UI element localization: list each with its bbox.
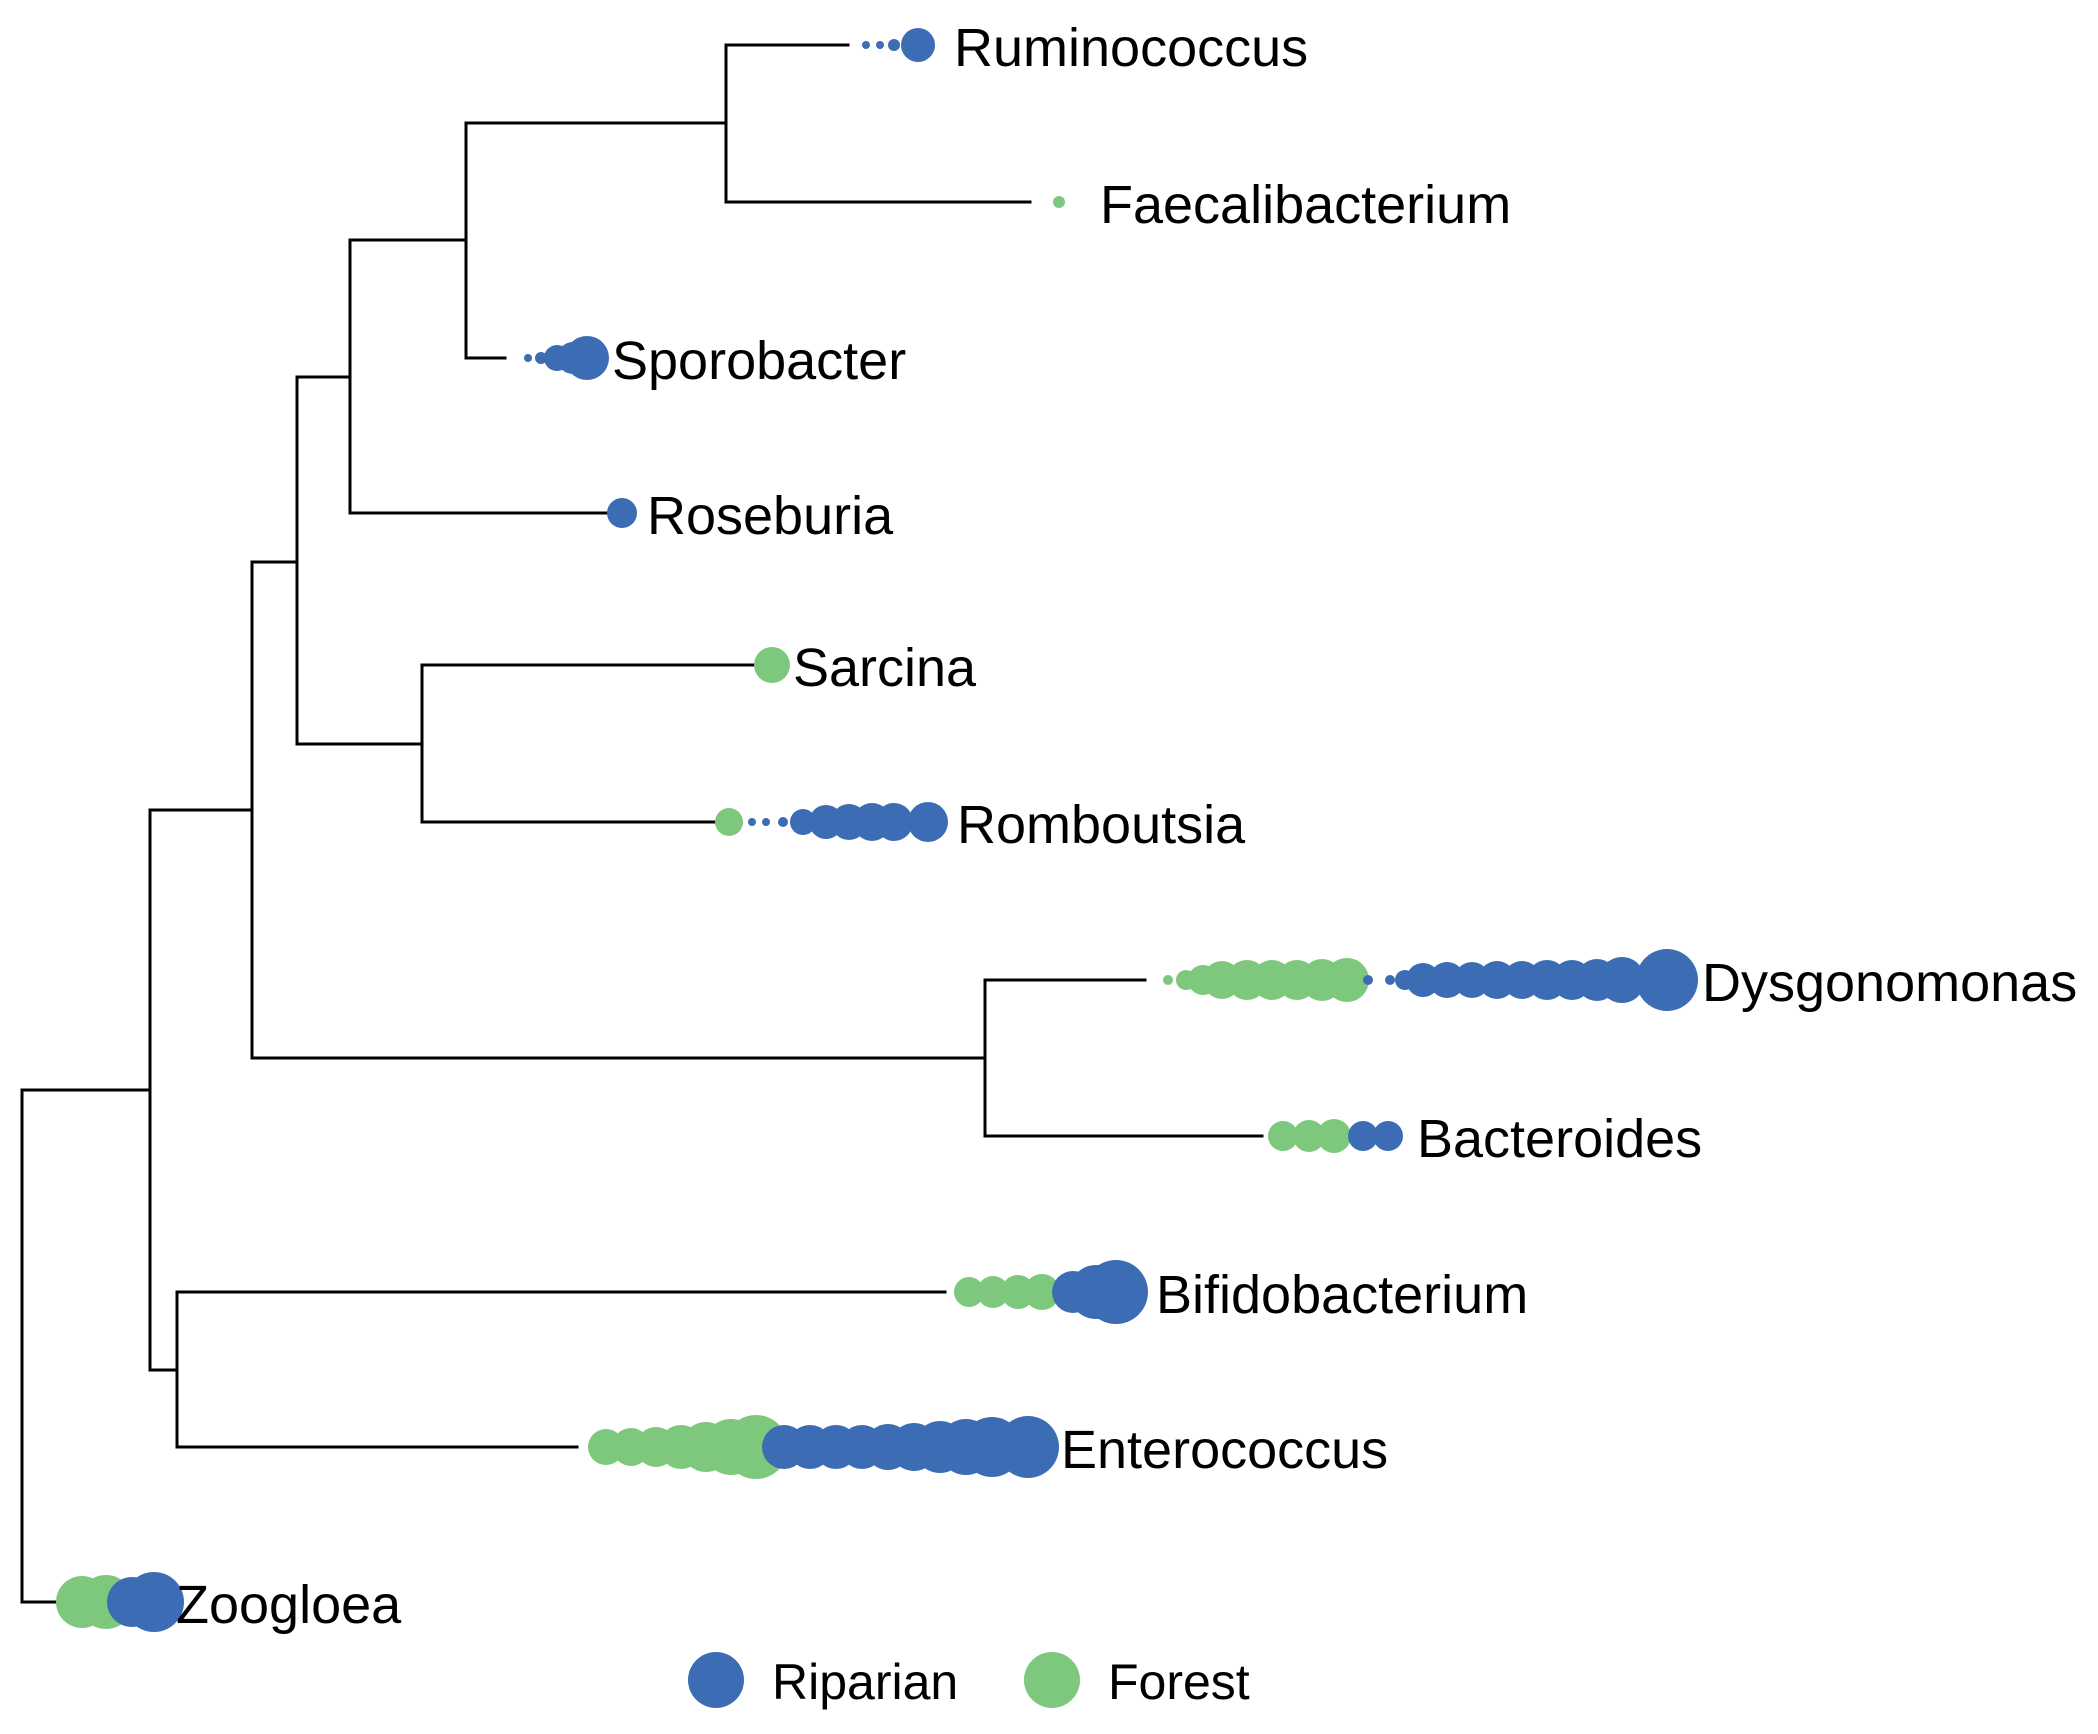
riparian-point: [1429, 962, 1465, 998]
riparian-point: [1348, 1121, 1378, 1151]
legend-label-forest: Forest: [1108, 1654, 1250, 1710]
riparian-point: [1084, 1260, 1148, 1324]
legend-item-riparian: Riparian: [688, 1652, 958, 1710]
riparian-point: [876, 41, 884, 49]
riparian-point: [607, 498, 637, 528]
tip-label-dysgonomonas: Dysgonomonas: [1702, 953, 2077, 1013]
legend-item-forest: Forest: [1024, 1652, 1250, 1710]
riparian-point: [862, 41, 870, 49]
riparian-point: [1599, 957, 1645, 1003]
forest-point: [1163, 975, 1173, 985]
forest-point: [1024, 1274, 1060, 1310]
riparian-point: [1636, 949, 1698, 1011]
tip-label-zoogloea: Zoogloea: [176, 1575, 402, 1635]
tip-label-roseburia: Roseburia: [647, 486, 894, 546]
tip-label-romboutsia: Romboutsia: [957, 795, 1246, 855]
tree-branches: [20, 43, 1264, 1604]
forest-point: [977, 1276, 1009, 1308]
riparian-point: [901, 28, 935, 62]
legend: Riparian Forest: [688, 1652, 1250, 1710]
riparian-point: [1385, 975, 1395, 985]
forest-point: [1325, 958, 1369, 1002]
riparian-point: [778, 817, 788, 827]
riparian-point: [762, 818, 770, 826]
forest-point: [954, 1277, 984, 1307]
riparian-point: [1373, 1121, 1403, 1151]
forest-swatch-icon: [1024, 1652, 1080, 1708]
riparian-point: [535, 352, 547, 364]
riparian-point: [997, 1416, 1059, 1478]
forest-point: [1317, 1119, 1351, 1153]
riparian-point: [875, 803, 913, 841]
tip-label-sporobacter: Sporobacter: [612, 331, 906, 391]
forest-point: [1268, 1121, 1298, 1151]
forest-point: [1053, 196, 1065, 208]
tip-label-sarcina: Sarcina: [793, 638, 977, 698]
abundance-points: [56, 28, 1698, 1632]
tip-label-faecalibacterium: Faecalibacterium: [1100, 175, 1511, 235]
forest-point: [754, 647, 790, 683]
forest-point: [1293, 1120, 1325, 1152]
riparian-point: [565, 336, 609, 380]
tip-labels: Ruminococcus Faecalibacterium Sporobacte…: [176, 18, 2077, 1635]
riparian-point: [748, 818, 756, 826]
tip-label-bifidobacterium: Bifidobacterium: [1156, 1265, 1528, 1325]
riparian-point: [790, 809, 816, 835]
tip-label-enterococcus: Enterococcus: [1061, 1420, 1388, 1480]
forest-point: [715, 808, 743, 836]
riparian-point: [524, 354, 532, 362]
riparian-point: [908, 802, 948, 842]
riparian-point: [888, 39, 900, 51]
legend-label-riparian: Riparian: [772, 1654, 958, 1710]
riparian-point: [1363, 975, 1373, 985]
riparian-point: [124, 1572, 184, 1632]
riparian-swatch-icon: [688, 1652, 744, 1708]
tip-label-bacteroides: Bacteroides: [1417, 1109, 1702, 1169]
tip-label-ruminococcus: Ruminococcus: [954, 18, 1308, 78]
